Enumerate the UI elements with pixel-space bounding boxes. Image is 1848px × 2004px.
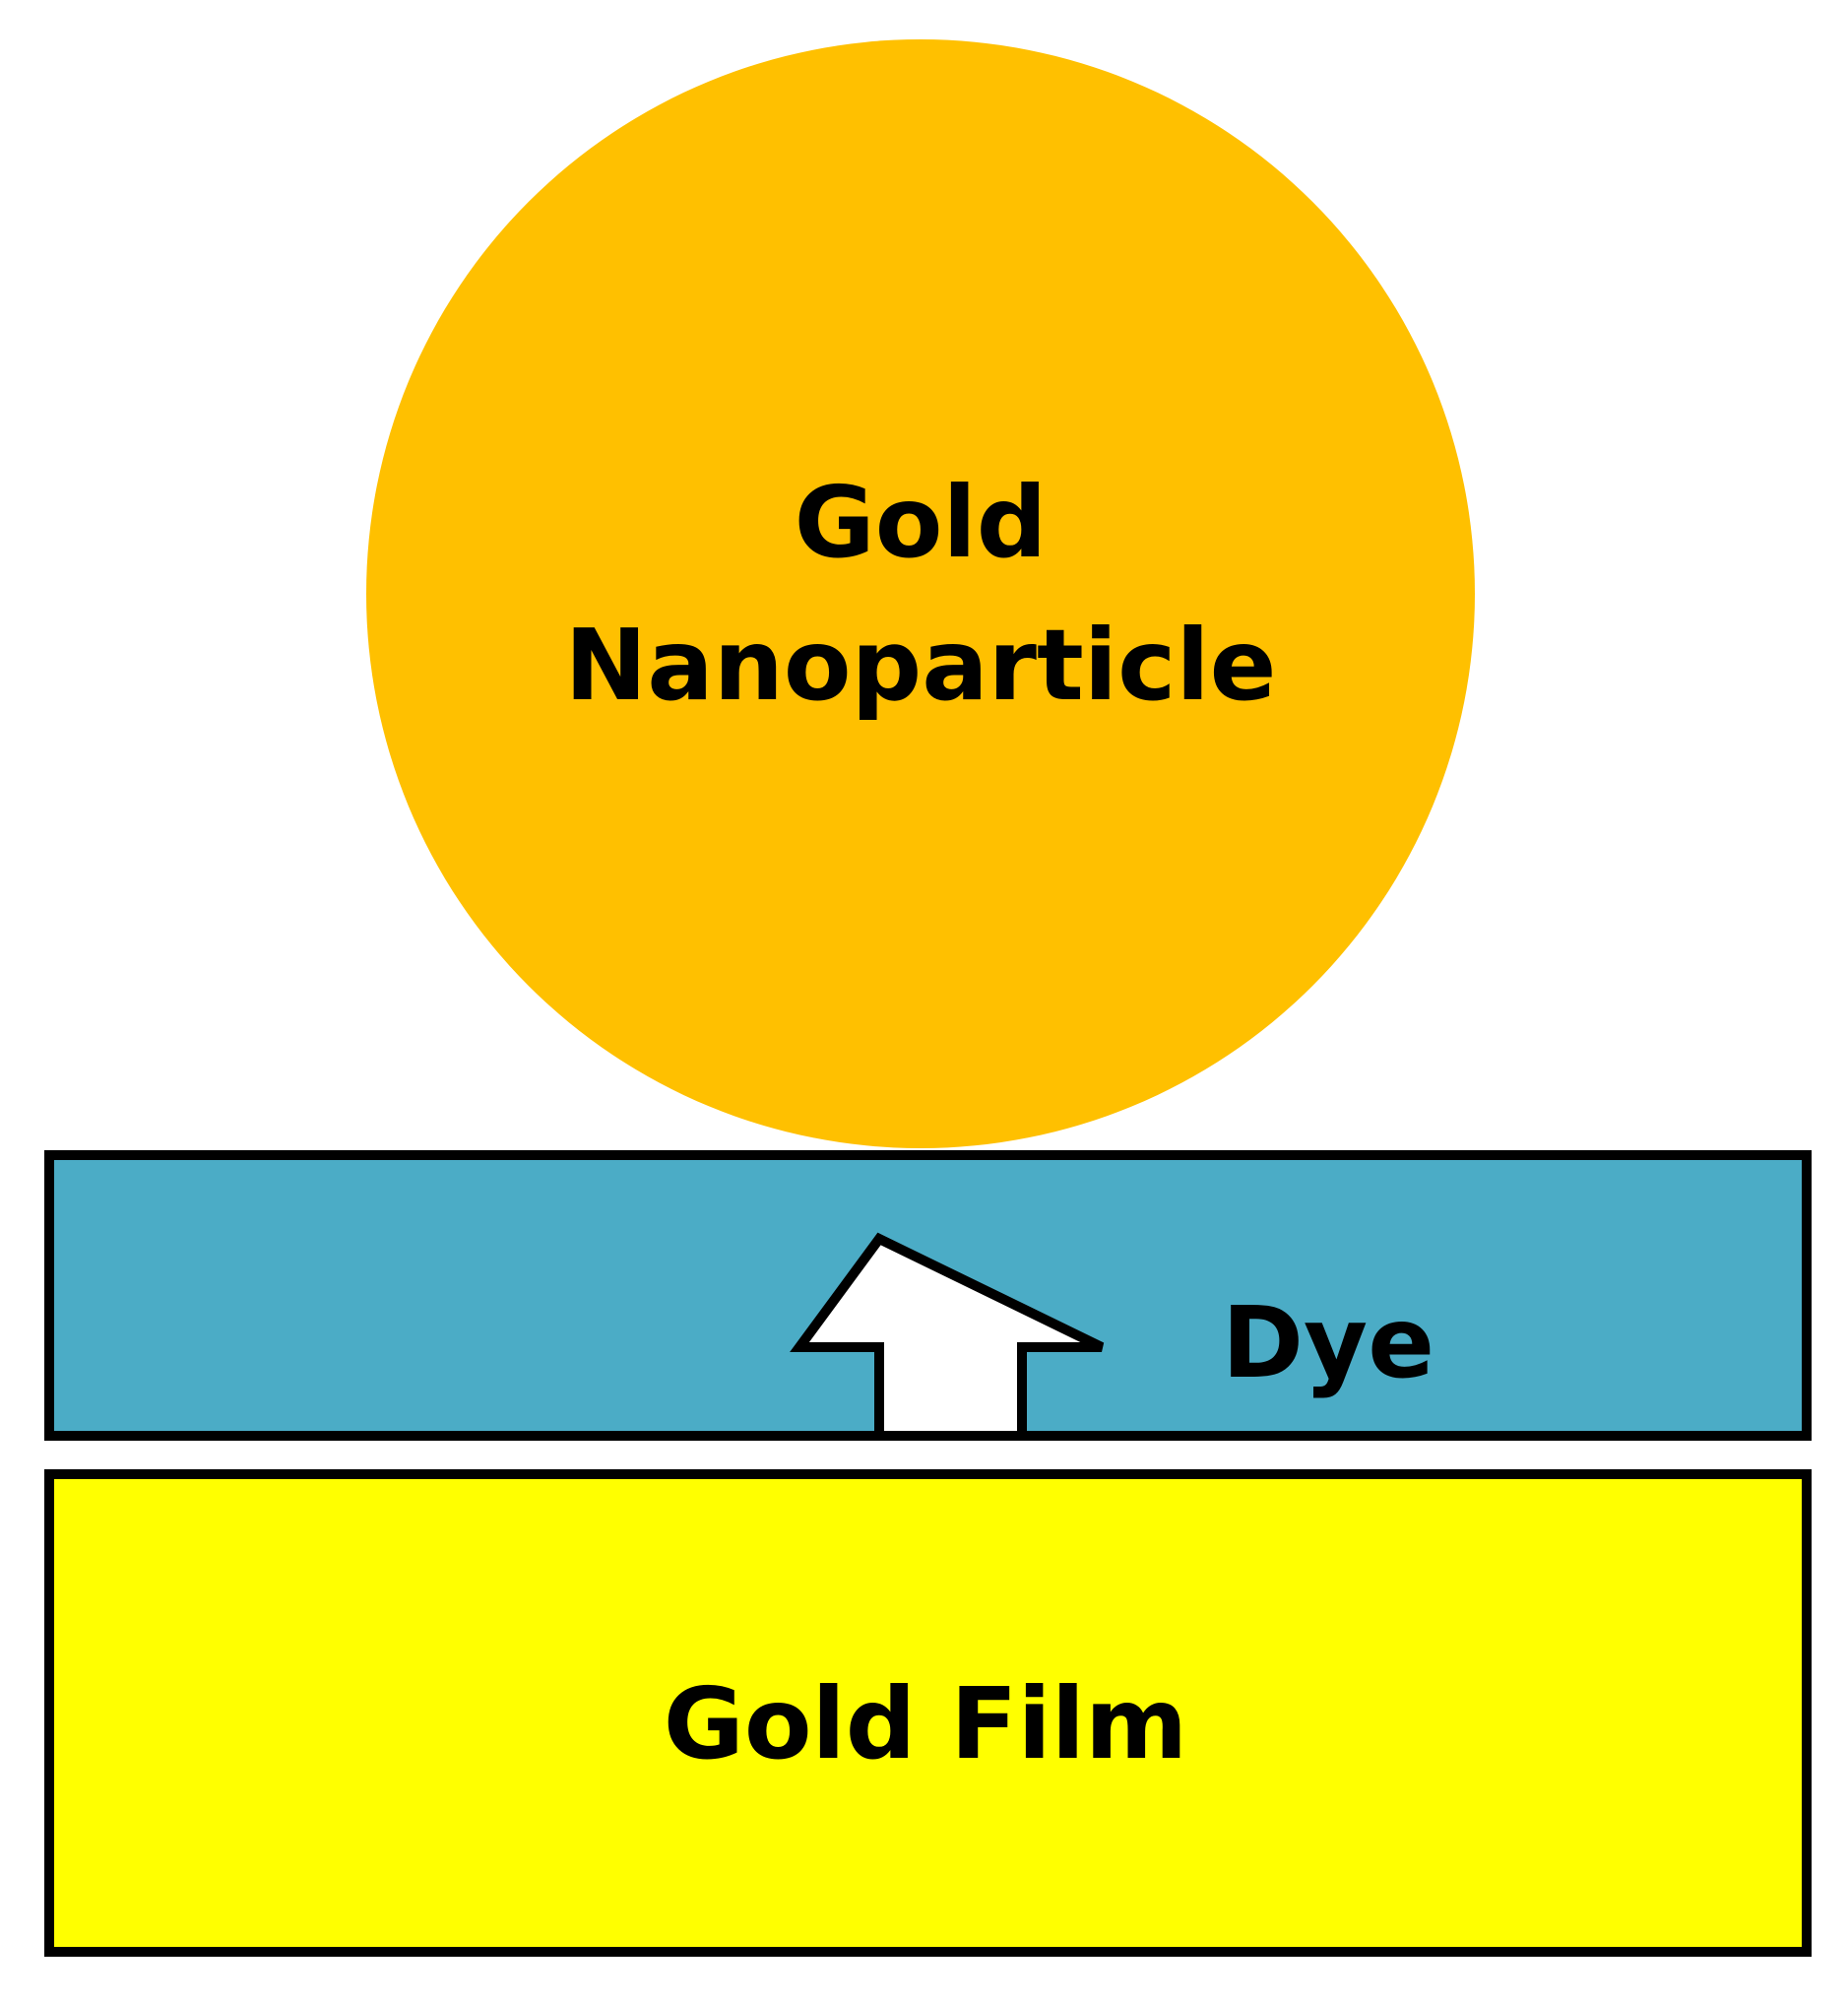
gold-nanoparticle: Gold Nanoparticle: [366, 39, 1475, 1148]
gold-film-rect: [44, 1469, 1812, 1957]
nanoparticle-label-line2: Nanoparticle: [565, 608, 1277, 723]
gold-film: Gold Film: [44, 1469, 1812, 1957]
dye-label: Dye: [1222, 1285, 1434, 1400]
nanoparticle-label-line1: Gold: [795, 465, 1048, 580]
gold-film-label: Gold Film: [664, 1666, 1188, 1781]
nanoparticle-circle: [366, 39, 1475, 1148]
up-arrow-icon: [790, 1232, 1105, 1441]
dye-layer: Dye: [44, 1150, 1812, 1441]
